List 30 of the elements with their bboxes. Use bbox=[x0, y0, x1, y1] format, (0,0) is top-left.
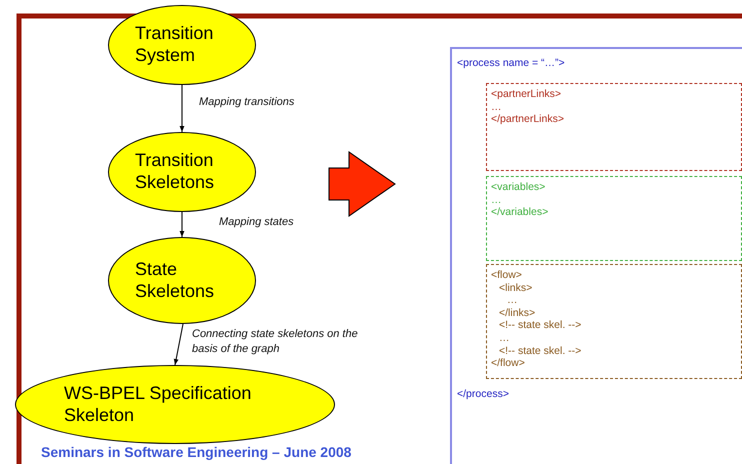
node-label: Transition Skeletons bbox=[135, 150, 216, 194]
code-line: … bbox=[491, 100, 502, 114]
code-block bbox=[486, 176, 742, 261]
node-label: Transition System bbox=[135, 23, 214, 67]
edge-label: Mapping transitions bbox=[199, 95, 294, 110]
arrow bbox=[180, 84, 184, 132]
arrow bbox=[180, 212, 184, 238]
code-line: … bbox=[498, 332, 510, 345]
code-line: <links> bbox=[498, 282, 532, 294]
code-line: </links> bbox=[498, 306, 536, 320]
code-line: <partnerLinks> bbox=[491, 88, 562, 101]
node-label: WS-BPEL Specification Skeleton bbox=[64, 382, 252, 426]
code-block bbox=[486, 83, 742, 171]
code-line: <flow> bbox=[491, 269, 522, 282]
code-line: </flow> bbox=[491, 357, 525, 370]
code-line: <!-- state skel. --> bbox=[498, 319, 582, 332]
arrow bbox=[174, 324, 184, 366]
code-line: </process> bbox=[457, 388, 509, 401]
code-line: … bbox=[491, 194, 502, 206]
code-line: <!-- state skel. --> bbox=[498, 344, 582, 358]
code-block bbox=[486, 264, 742, 379]
code-line: <process name = “…”> bbox=[457, 57, 565, 70]
node-label: State Skeletons bbox=[135, 258, 216, 302]
code-line: <variables> bbox=[491, 181, 546, 194]
code-panel bbox=[450, 47, 742, 464]
edge-label: Mapping states bbox=[219, 215, 294, 230]
code-line: </partnerLinks> bbox=[491, 113, 564, 126]
code-line: … bbox=[506, 294, 518, 307]
footer-text: Seminars in Software Engineering – June 2008 bbox=[41, 444, 352, 460]
code-line: </variables> bbox=[491, 206, 548, 219]
